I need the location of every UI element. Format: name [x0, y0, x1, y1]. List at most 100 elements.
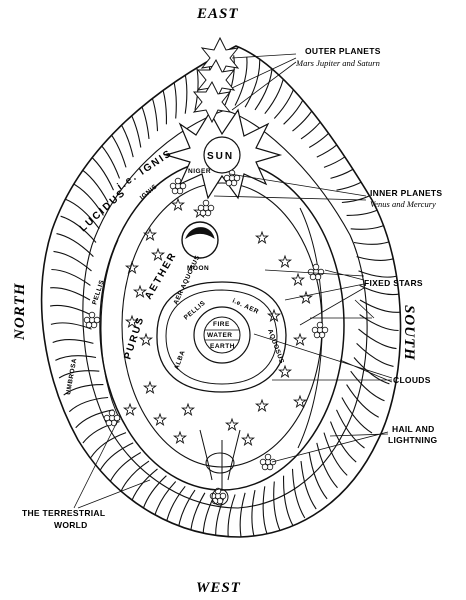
- star-mark: [180, 402, 196, 417]
- feather-stroke: [244, 59, 261, 108]
- feather-stroke: [50, 304, 91, 316]
- ring-water: WATER: [207, 332, 233, 339]
- feather-stroke: [308, 452, 328, 500]
- feather-stroke: [129, 468, 158, 506]
- feather-stroke: [152, 481, 177, 524]
- feather-stroke: [341, 397, 373, 434]
- feather-stroke: [239, 492, 246, 537]
- cloud-bead: [85, 321, 93, 329]
- feather-stroke: [75, 409, 114, 429]
- star-mark: [240, 432, 256, 447]
- feather-stroke: [283, 475, 294, 527]
- outer-planet-flowers: [192, 36, 240, 124]
- feather-stroke: [359, 314, 399, 332]
- fixed-stars-label: FIXED STARS: [364, 278, 423, 288]
- cloud-bead: [312, 263, 320, 271]
- feather-stroke: [55, 355, 97, 361]
- feather-stroke: [350, 370, 385, 402]
- feather-stroke: [264, 69, 286, 115]
- feather-stroke: [181, 62, 188, 114]
- star-mark: [172, 430, 188, 445]
- feather-stroke: [254, 64, 273, 111]
- feather-stroke: [68, 396, 109, 413]
- feather-stroke: [93, 137, 121, 179]
- feather-stroke: [251, 489, 256, 537]
- cloud-bead: [93, 316, 101, 324]
- star-mark: [150, 247, 166, 262]
- star-mark: [138, 332, 154, 347]
- cloud-bead: [316, 321, 324, 329]
- feather-stroke: [56, 233, 94, 257]
- outer-planets-subtitle: Mars Jupiter and Saturn: [295, 58, 380, 68]
- cloud-bead: [199, 209, 207, 217]
- ring-earth: EARTH: [210, 343, 235, 350]
- star-mark: [152, 412, 168, 427]
- feather-stroke: [323, 142, 360, 168]
- feather-stroke: [215, 494, 226, 537]
- north-arc: [100, 239, 121, 421]
- feather-stroke: [194, 58, 199, 111]
- feather-stroke: [300, 104, 332, 140]
- feather-stroke: [122, 100, 142, 148]
- feather-stroke: [358, 328, 397, 350]
- feather-stroke: [335, 409, 365, 449]
- cloud-clusters: [83, 169, 329, 505]
- star-mark: [142, 380, 158, 395]
- feather-stroke: [52, 339, 94, 344]
- label-north: NORTH: [12, 282, 28, 341]
- cloud-bead: [225, 179, 233, 187]
- star-mark: [290, 272, 306, 287]
- ring-umbrosa: UMBROSA: [65, 358, 78, 396]
- feather-stroke: [168, 67, 177, 119]
- feather-stroke: [65, 198, 100, 230]
- label-south: SOUTH: [401, 305, 417, 361]
- feather-stroke: [291, 468, 306, 519]
- feather-stroke: [60, 215, 97, 243]
- cloud-bead: [233, 174, 241, 182]
- feather-stroke: [50, 322, 92, 330]
- ring-aquosus: AQUOSUS: [266, 328, 285, 365]
- ring-moon: MOON: [187, 265, 209, 272]
- cloud-bead: [321, 326, 329, 334]
- star-mark: [170, 197, 186, 212]
- callout-lines: [73, 53, 393, 509]
- feather-stroke: [50, 287, 91, 301]
- ring-sun: SUN: [207, 151, 234, 162]
- feather-stroke: [356, 343, 394, 367]
- feather-stroke: [356, 256, 398, 261]
- star-mark: [124, 314, 140, 329]
- hail-label-1: HAIL AND: [392, 424, 435, 434]
- feather-stroke: [316, 128, 351, 158]
- star-mark: [142, 227, 158, 242]
- feather-stroke: [323, 432, 348, 476]
- star-mark: [298, 290, 314, 305]
- cloud-bead: [313, 331, 321, 339]
- ring-ignis: IGNIS: [139, 183, 159, 201]
- feather-stroke: [51, 268, 91, 286]
- feather-stroke: [71, 182, 104, 216]
- ring-ie-aer: i.e. AER: [231, 297, 260, 315]
- cloud-bead: [179, 182, 187, 190]
- feather-stroke: [63, 384, 104, 396]
- terrestrial-label-2: WORLD: [54, 520, 88, 530]
- ring-fire: FIRE: [213, 321, 230, 328]
- feather-stroke: [330, 156, 368, 179]
- earth-core: [193, 306, 251, 364]
- star-mark: [277, 254, 293, 269]
- feather-stroke: [346, 384, 379, 418]
- cloud-bead: [264, 453, 272, 461]
- feather-stroke: [112, 111, 134, 158]
- cloud-bead: [88, 311, 96, 319]
- cloud-bead: [202, 199, 210, 207]
- feather-stroke: [58, 370, 100, 379]
- star-mark: [124, 260, 140, 275]
- feather-stroke: [156, 73, 167, 125]
- feather-stroke: [359, 299, 400, 313]
- cloud-bead: [219, 492, 227, 500]
- feather-stroke: [90, 432, 127, 458]
- feather-stroke: [358, 270, 400, 278]
- clouds-label: CLOUDS: [393, 375, 431, 385]
- bottom-demon: [199, 429, 241, 506]
- feather-stroke: [292, 94, 321, 132]
